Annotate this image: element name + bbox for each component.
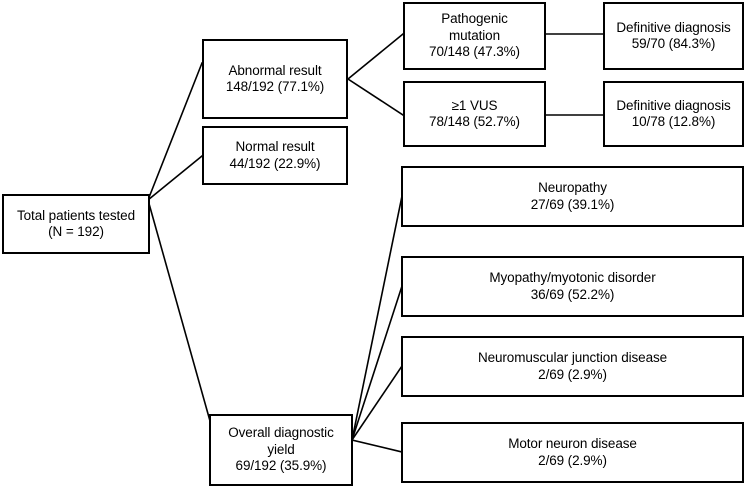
node-pathogenic-mutation[interactable]: Pathogenic mutation 70/148 (47.3%) xyxy=(403,2,546,70)
myopathy-value: 36/69 (52.2%) xyxy=(530,286,615,302)
definitive-pathogenic-label: Definitive diagnosis xyxy=(616,19,731,35)
node-neuropathy[interactable]: Neuropathy 27/69 (39.1%) xyxy=(401,166,744,227)
node-definitive-diagnosis-pathogenic[interactable]: Definitive diagnosis 59/70 (84.3%) xyxy=(603,2,744,70)
node-motor-neuron-disease[interactable]: Motor neuron disease 2/69 (2.9%) xyxy=(401,422,744,483)
node-abnormal-result[interactable]: Abnormal result 148/192 (77.1%) xyxy=(202,39,348,119)
definitive-vus-label: Definitive diagnosis xyxy=(616,97,731,113)
neuropathy-value: 27/69 (39.1%) xyxy=(530,196,615,212)
pathogenic-value: 70/148 (47.3%) xyxy=(429,44,520,60)
vus-value: 78/148 (52.7%) xyxy=(429,114,520,129)
node-overall-diagnostic-yield[interactable]: Overall diagnostic yield 69/192 (35.9%) xyxy=(209,414,353,486)
normal-result-value: 44/192 (22.9%) xyxy=(229,155,321,171)
overall-yield-label-line1: Overall diagnostic xyxy=(228,425,334,441)
edge-total-to-overall-yield xyxy=(147,199,211,422)
motor-neuron-label: Motor neuron disease xyxy=(508,436,637,452)
total-patients-label: Total patients tested xyxy=(17,207,135,223)
pathogenic-label-line2: mutation xyxy=(449,27,500,43)
total-patients-value: (N = 192) xyxy=(48,224,104,239)
edge-total-to-abnormal xyxy=(146,61,204,202)
definitive-pathogenic-value: 59/70 (84.3%) xyxy=(631,36,716,51)
vus-label: ≥1 VUS xyxy=(451,97,498,113)
normal-result-label: Normal result xyxy=(235,139,315,155)
myopathy-label: Myopathy/myotonic disorder xyxy=(489,270,656,286)
nmj-label: Neuromuscular junction disease xyxy=(477,350,668,366)
edge-yield-to-myopathy xyxy=(350,284,404,442)
edge-yield-to-nmj xyxy=(350,364,404,442)
node-myopathy-myotonic-disorder[interactable]: Myopathy/myotonic disorder 36/69 (52.2%) xyxy=(401,256,744,317)
edge-yield-to-neuropathy xyxy=(351,195,403,441)
overall-yield-label-line2: yield xyxy=(267,441,295,457)
node-definitive-diagnosis-vus[interactable]: Definitive diagnosis 10/78 (12.8%) xyxy=(603,81,744,147)
abnormal-result-value: 148/192 (77.1%) xyxy=(225,79,325,94)
neuropathy-label: Neuropathy xyxy=(538,180,607,196)
edge-yield-to-motor-neuron xyxy=(351,439,403,453)
edge-abnormal-to-vus xyxy=(346,77,405,117)
edge-abnormal-to-pathogenic xyxy=(346,32,405,81)
node-at-least-one-vus[interactable]: ≥1 VUS 78/148 (52.7%) xyxy=(403,81,546,147)
abnormal-result-label: Abnormal result xyxy=(228,62,322,78)
node-normal-result[interactable]: Normal result 44/192 (22.9%) xyxy=(202,126,348,185)
motor-neuron-value: 2/69 (2.9%) xyxy=(538,452,607,468)
overall-yield-value: 69/192 (35.9%) xyxy=(235,458,327,474)
node-neuromuscular-junction-disease[interactable]: Neuromuscular junction disease 2/69 (2.9… xyxy=(401,336,744,397)
node-total-patients-tested[interactable]: Total patients tested (N = 192) xyxy=(2,194,150,254)
definitive-vus-value: 10/78 (12.8%) xyxy=(631,114,716,129)
nmj-value: 2/69 (2.9%) xyxy=(538,366,607,382)
edge-total-to-normal xyxy=(146,154,204,202)
pathogenic-label-line1: Pathogenic xyxy=(441,11,508,27)
